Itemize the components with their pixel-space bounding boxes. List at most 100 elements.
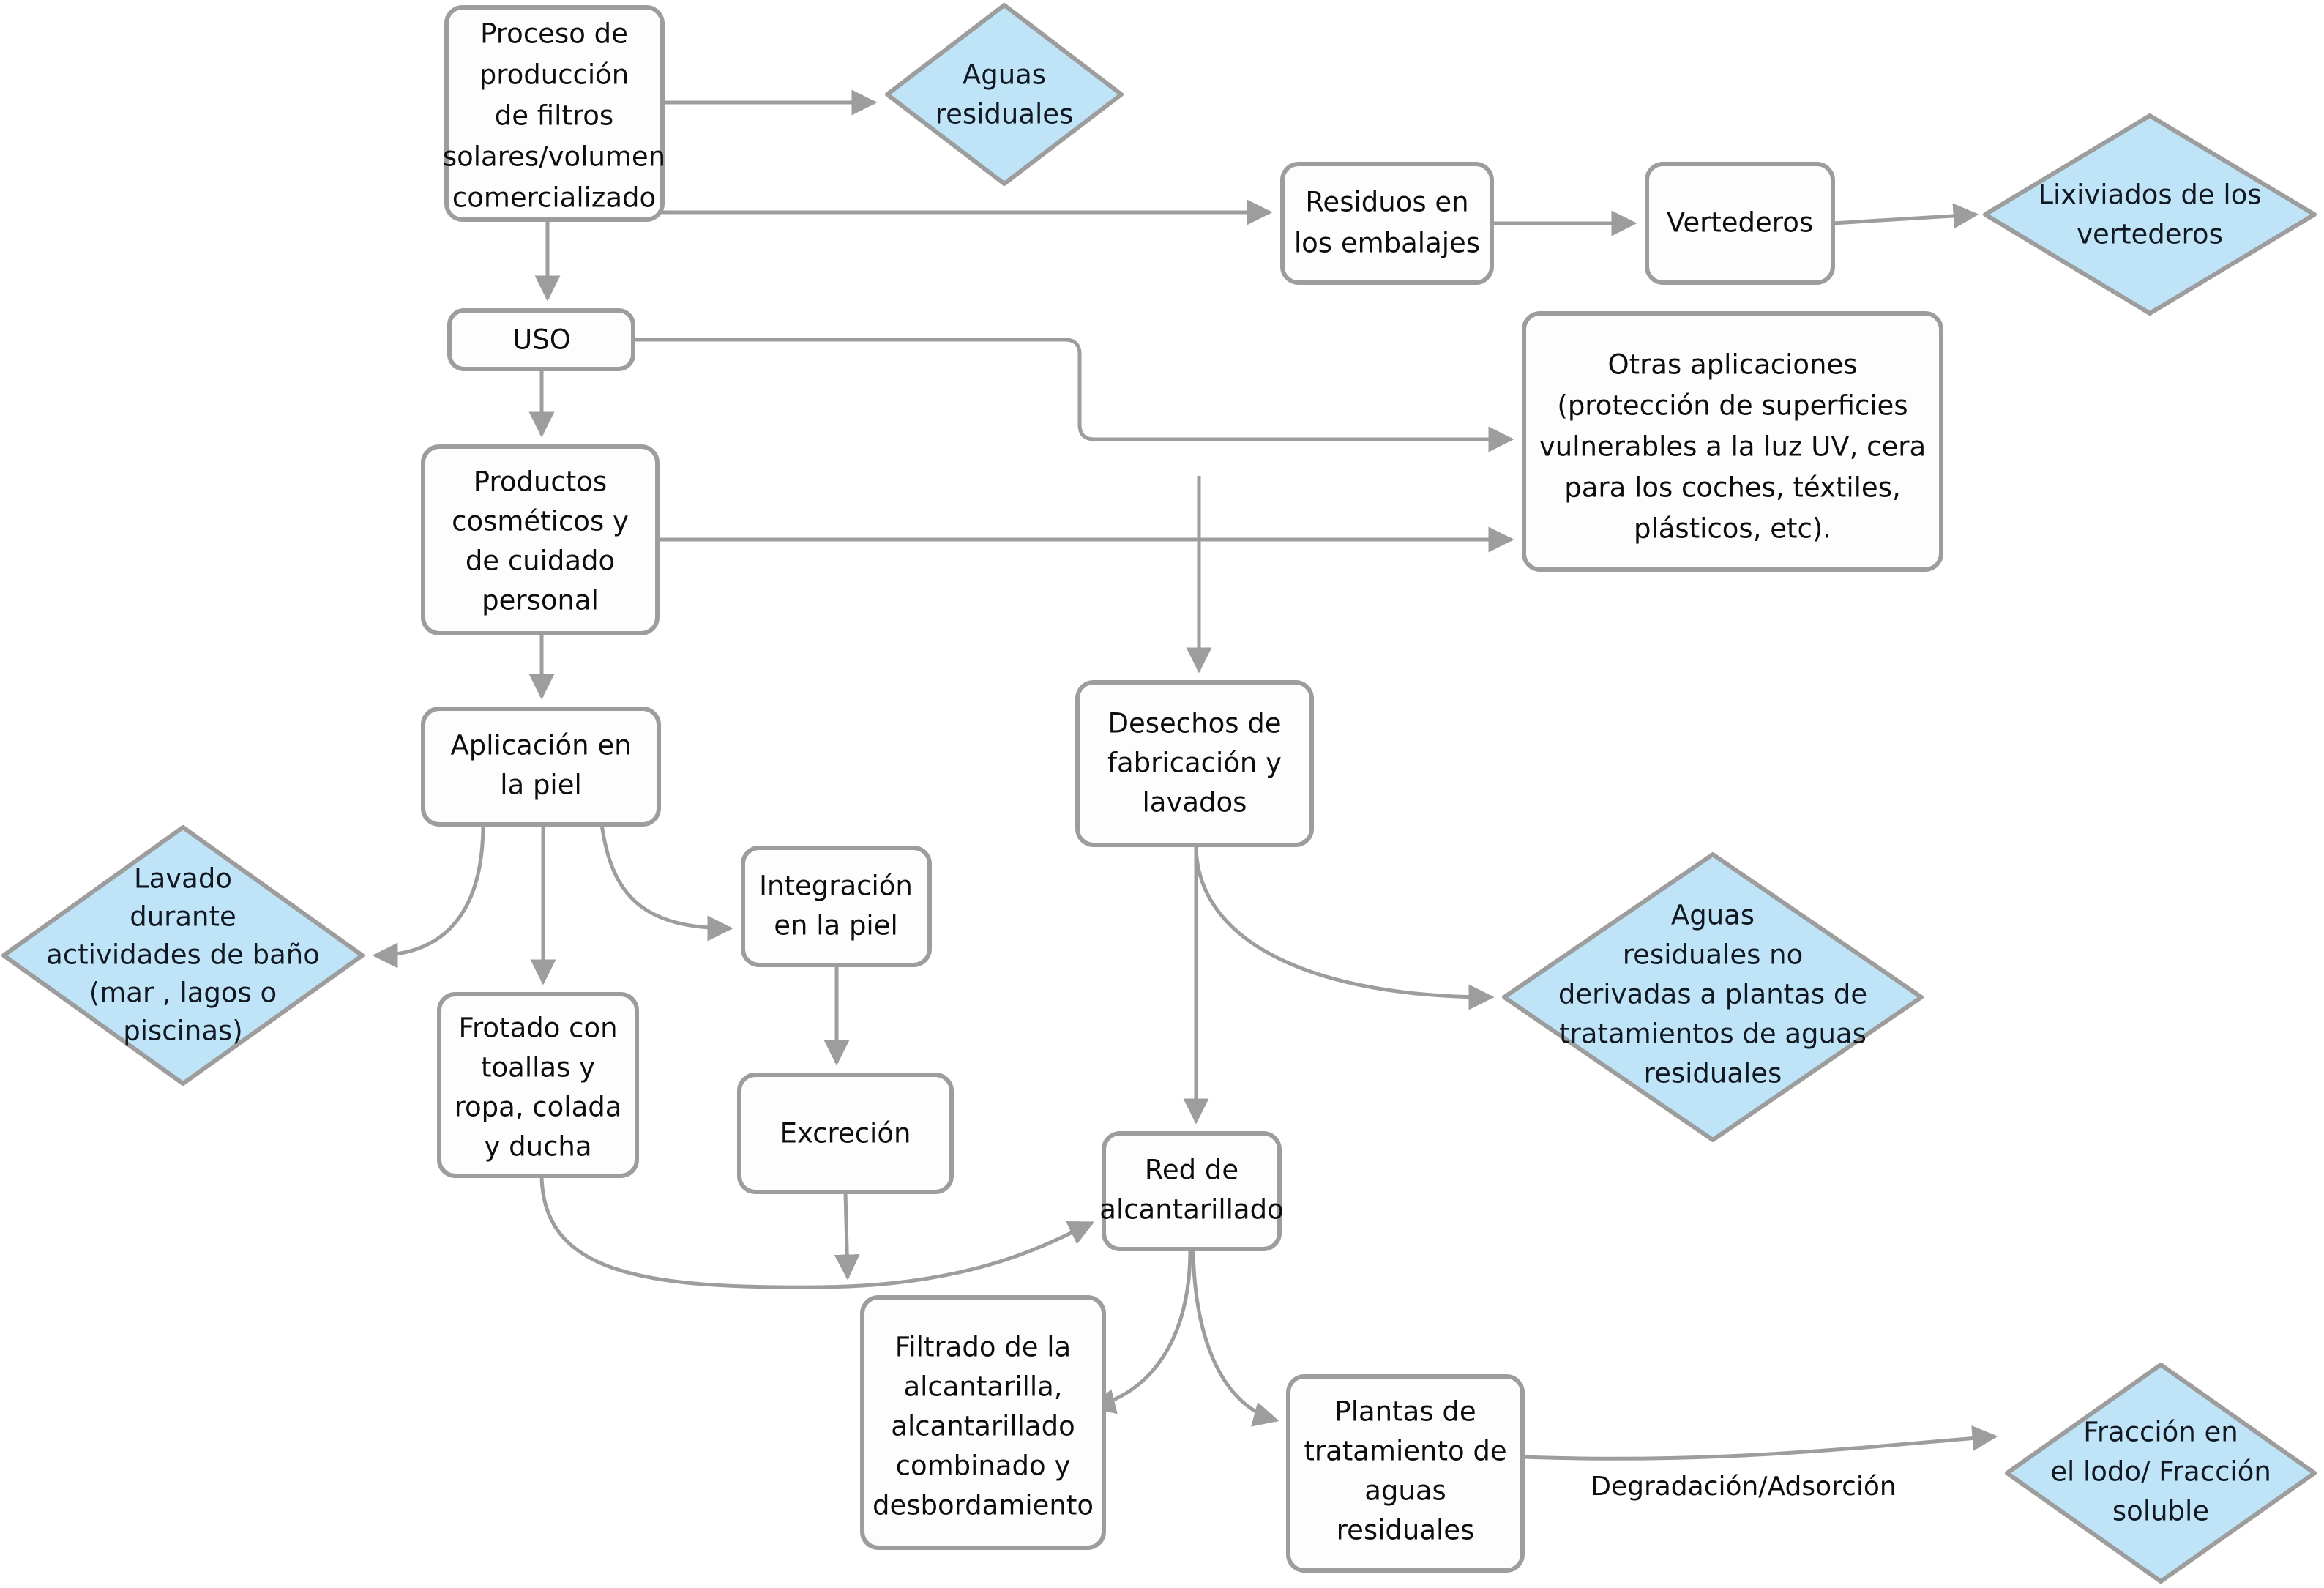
node-label-line: los embalajes — [1294, 228, 1480, 259]
node-label-line: producción — [479, 59, 629, 91]
node-label-line: Lixiviados de los — [2038, 179, 2261, 211]
node-lixiviados-vertederos[interactable]: Lixiviados de los vertederos — [1983, 113, 2317, 316]
node-desechos-fabricacion[interactable]: Desechos de fabricación y lavados — [1075, 680, 1314, 847]
node-uso[interactable]: USO — [447, 308, 635, 371]
node-aguas-no-derivadas[interactable]: Aguas residuales no derivadas a plantas … — [1502, 852, 1924, 1142]
node-label-line: de cuidado — [466, 545, 615, 577]
edge-desechos-to-aguas-no-derivadas — [1194, 844, 1495, 1010]
edge-uso-to-otras-aplicaciones — [633, 338, 1514, 452]
node-label-line: comercializado — [452, 182, 656, 214]
node-label-line: tratamiento de — [1304, 1436, 1506, 1467]
node-label-line: desbordamiento — [873, 1490, 1094, 1521]
node-label-line: Filtrado de la — [895, 1332, 1071, 1363]
node-label-line: para los coches, téxtiles, — [1564, 472, 1900, 504]
node-shape-box[interactable] — [437, 992, 639, 1178]
node-shape-box[interactable] — [1645, 162, 1835, 285]
node-label-line: de filtros — [495, 100, 613, 132]
node-label-line: Plantas de — [1334, 1396, 1476, 1428]
node-label-line: Aplicación en — [450, 730, 631, 761]
node-shape-box[interactable] — [447, 308, 635, 371]
node-label-line: tratamientos de aguas — [1559, 1018, 1867, 1050]
node-label-line: en la piel — [774, 910, 898, 942]
node-label-line: Aguas — [963, 59, 1046, 91]
node-label-line: combinado y — [896, 1450, 1071, 1482]
node-label-line: lavados — [1143, 787, 1247, 819]
node-label-line: Proceso de — [480, 18, 628, 50]
node-label-line: Aguas — [1671, 900, 1755, 931]
node-label-line: alcantarillado — [891, 1411, 1075, 1442]
node-label-line: cosméticos y — [452, 506, 629, 537]
node-shape-box[interactable] — [421, 444, 660, 635]
node-label-line: Red de — [1145, 1155, 1238, 1186]
node-integracion-piel[interactable]: Integración en la piel — [741, 846, 932, 967]
node-label-line: residuales — [935, 99, 1074, 130]
node-label-line: (protección de superficies — [1557, 390, 1908, 422]
node-label-line: derivadas a plantas de — [1558, 979, 1867, 1010]
node-shape-diamond[interactable] — [2005, 1363, 2317, 1584]
node-label-line: plásticos, etc). — [1634, 513, 1831, 545]
node-label-line: Fracción en — [2083, 1417, 2238, 1448]
node-shape-box[interactable] — [444, 5, 665, 222]
node-shape-diamond[interactable] — [1, 825, 365, 1086]
node-otras-aplicaciones[interactable]: Otras aplicaciones (protección de superf… — [1522, 311, 1943, 572]
node-label-line: el lodo/ Fracción — [2050, 1456, 2271, 1488]
node-label-line: Integración — [759, 871, 913, 902]
node-plantas-tratamiento[interactable]: Plantas de tratamiento de aguas residual… — [1286, 1374, 1525, 1573]
node-productos-cosmeticos[interactable]: Productos cosméticos y de cuidado person… — [421, 444, 660, 635]
node-shape-diamond[interactable] — [1502, 852, 1924, 1142]
edge-label-degradacion-adsorcion: Degradación/Adsorción — [1591, 1472, 1897, 1502]
node-shape-box[interactable] — [421, 707, 661, 827]
node-shape-box[interactable] — [1075, 680, 1314, 847]
node-shape-diamond[interactable] — [1983, 113, 2317, 316]
node-label-line: Frotado con — [458, 1013, 617, 1044]
node-label-line: Otras aplicaciones — [1607, 349, 1857, 381]
node-proceso-produccion[interactable]: Proceso de producción de filtros solares… — [443, 5, 665, 222]
node-shape-box[interactable] — [741, 846, 932, 967]
node-label-line: la piel — [500, 769, 582, 801]
edge-red-to-plantas-tratamiento — [1191, 1248, 1279, 1427]
node-shape-box[interactable] — [1522, 311, 1943, 572]
edge-vertederos-to-lixiviados — [1832, 203, 1979, 229]
node-label-line: actividades de baño — [46, 939, 320, 971]
node-label-line: piscinas) — [123, 1015, 243, 1047]
node-red-alcantarillado[interactable]: Red de alcantarillado — [1099, 1131, 1284, 1251]
node-label-line: residuales no — [1623, 939, 1804, 971]
node-label-line: durante — [130, 901, 236, 933]
node-shape-box[interactable] — [1280, 162, 1494, 285]
node-excrecion[interactable]: Excreción — [737, 1073, 954, 1194]
node-shape-diamond[interactable] — [885, 3, 1124, 186]
node-residuos-embalajes[interactable]: Residuos en los embalajes — [1280, 162, 1494, 285]
edge-aplicacion-to-integracion-piel — [599, 824, 733, 942]
node-label-line: fabricación y — [1107, 748, 1282, 779]
node-label-line: toallas y — [481, 1052, 595, 1084]
node-shape-box[interactable] — [1102, 1131, 1282, 1251]
node-shape-box[interactable] — [737, 1073, 954, 1194]
edge-aplicacion-to-lavado-bano — [372, 824, 485, 969]
node-aguas-residuales[interactable]: Aguas residuales — [885, 3, 1124, 186]
node-label-line: personal — [482, 585, 599, 616]
node-shape-box[interactable] — [1286, 1374, 1525, 1573]
node-label-line: alcantarilla, — [903, 1371, 1062, 1403]
node-label-line: ropa, colada — [455, 1092, 622, 1123]
node-frotado-toallas[interactable]: Frotado con toallas y ropa, colada y duc… — [437, 992, 639, 1178]
node-label-line: aguas — [1364, 1475, 1446, 1507]
node-label-line: soluble — [2112, 1496, 2209, 1527]
node-fraccion-lodo[interactable]: Fracción en el lodo/ Fracción soluble — [2005, 1363, 2317, 1584]
edge-excrecion-to-red-alcantarillado — [834, 1191, 860, 1281]
node-vertederos[interactable]: Vertederos — [1645, 162, 1835, 285]
edge-plantas-to-fraccion-lodo — [1522, 1425, 1998, 1461]
node-label-line: residuales — [1644, 1058, 1782, 1089]
node-filtrado-alcantarilla[interactable]: Filtrado de la alcantarilla, alcantarill… — [860, 1295, 1106, 1550]
node-label-line: Desechos de — [1107, 708, 1281, 739]
node-label-line: residuales — [1337, 1515, 1475, 1546]
edge-frotado-to-red-alcantarillado — [539, 1175, 1095, 1289]
node-shape-box[interactable] — [860, 1295, 1106, 1550]
node-aplicacion-piel[interactable]: Aplicación en la piel — [421, 707, 661, 827]
node-lavado-bano[interactable]: Lavado durante actividades de baño (mar … — [1, 825, 365, 1086]
node-label-line: alcantarillado — [1099, 1194, 1283, 1226]
edges-layer — [372, 89, 1998, 1461]
edge-labels-layer: Degradación/Adsorción — [1591, 1472, 1897, 1502]
node-label-line: Productos — [474, 466, 607, 498]
